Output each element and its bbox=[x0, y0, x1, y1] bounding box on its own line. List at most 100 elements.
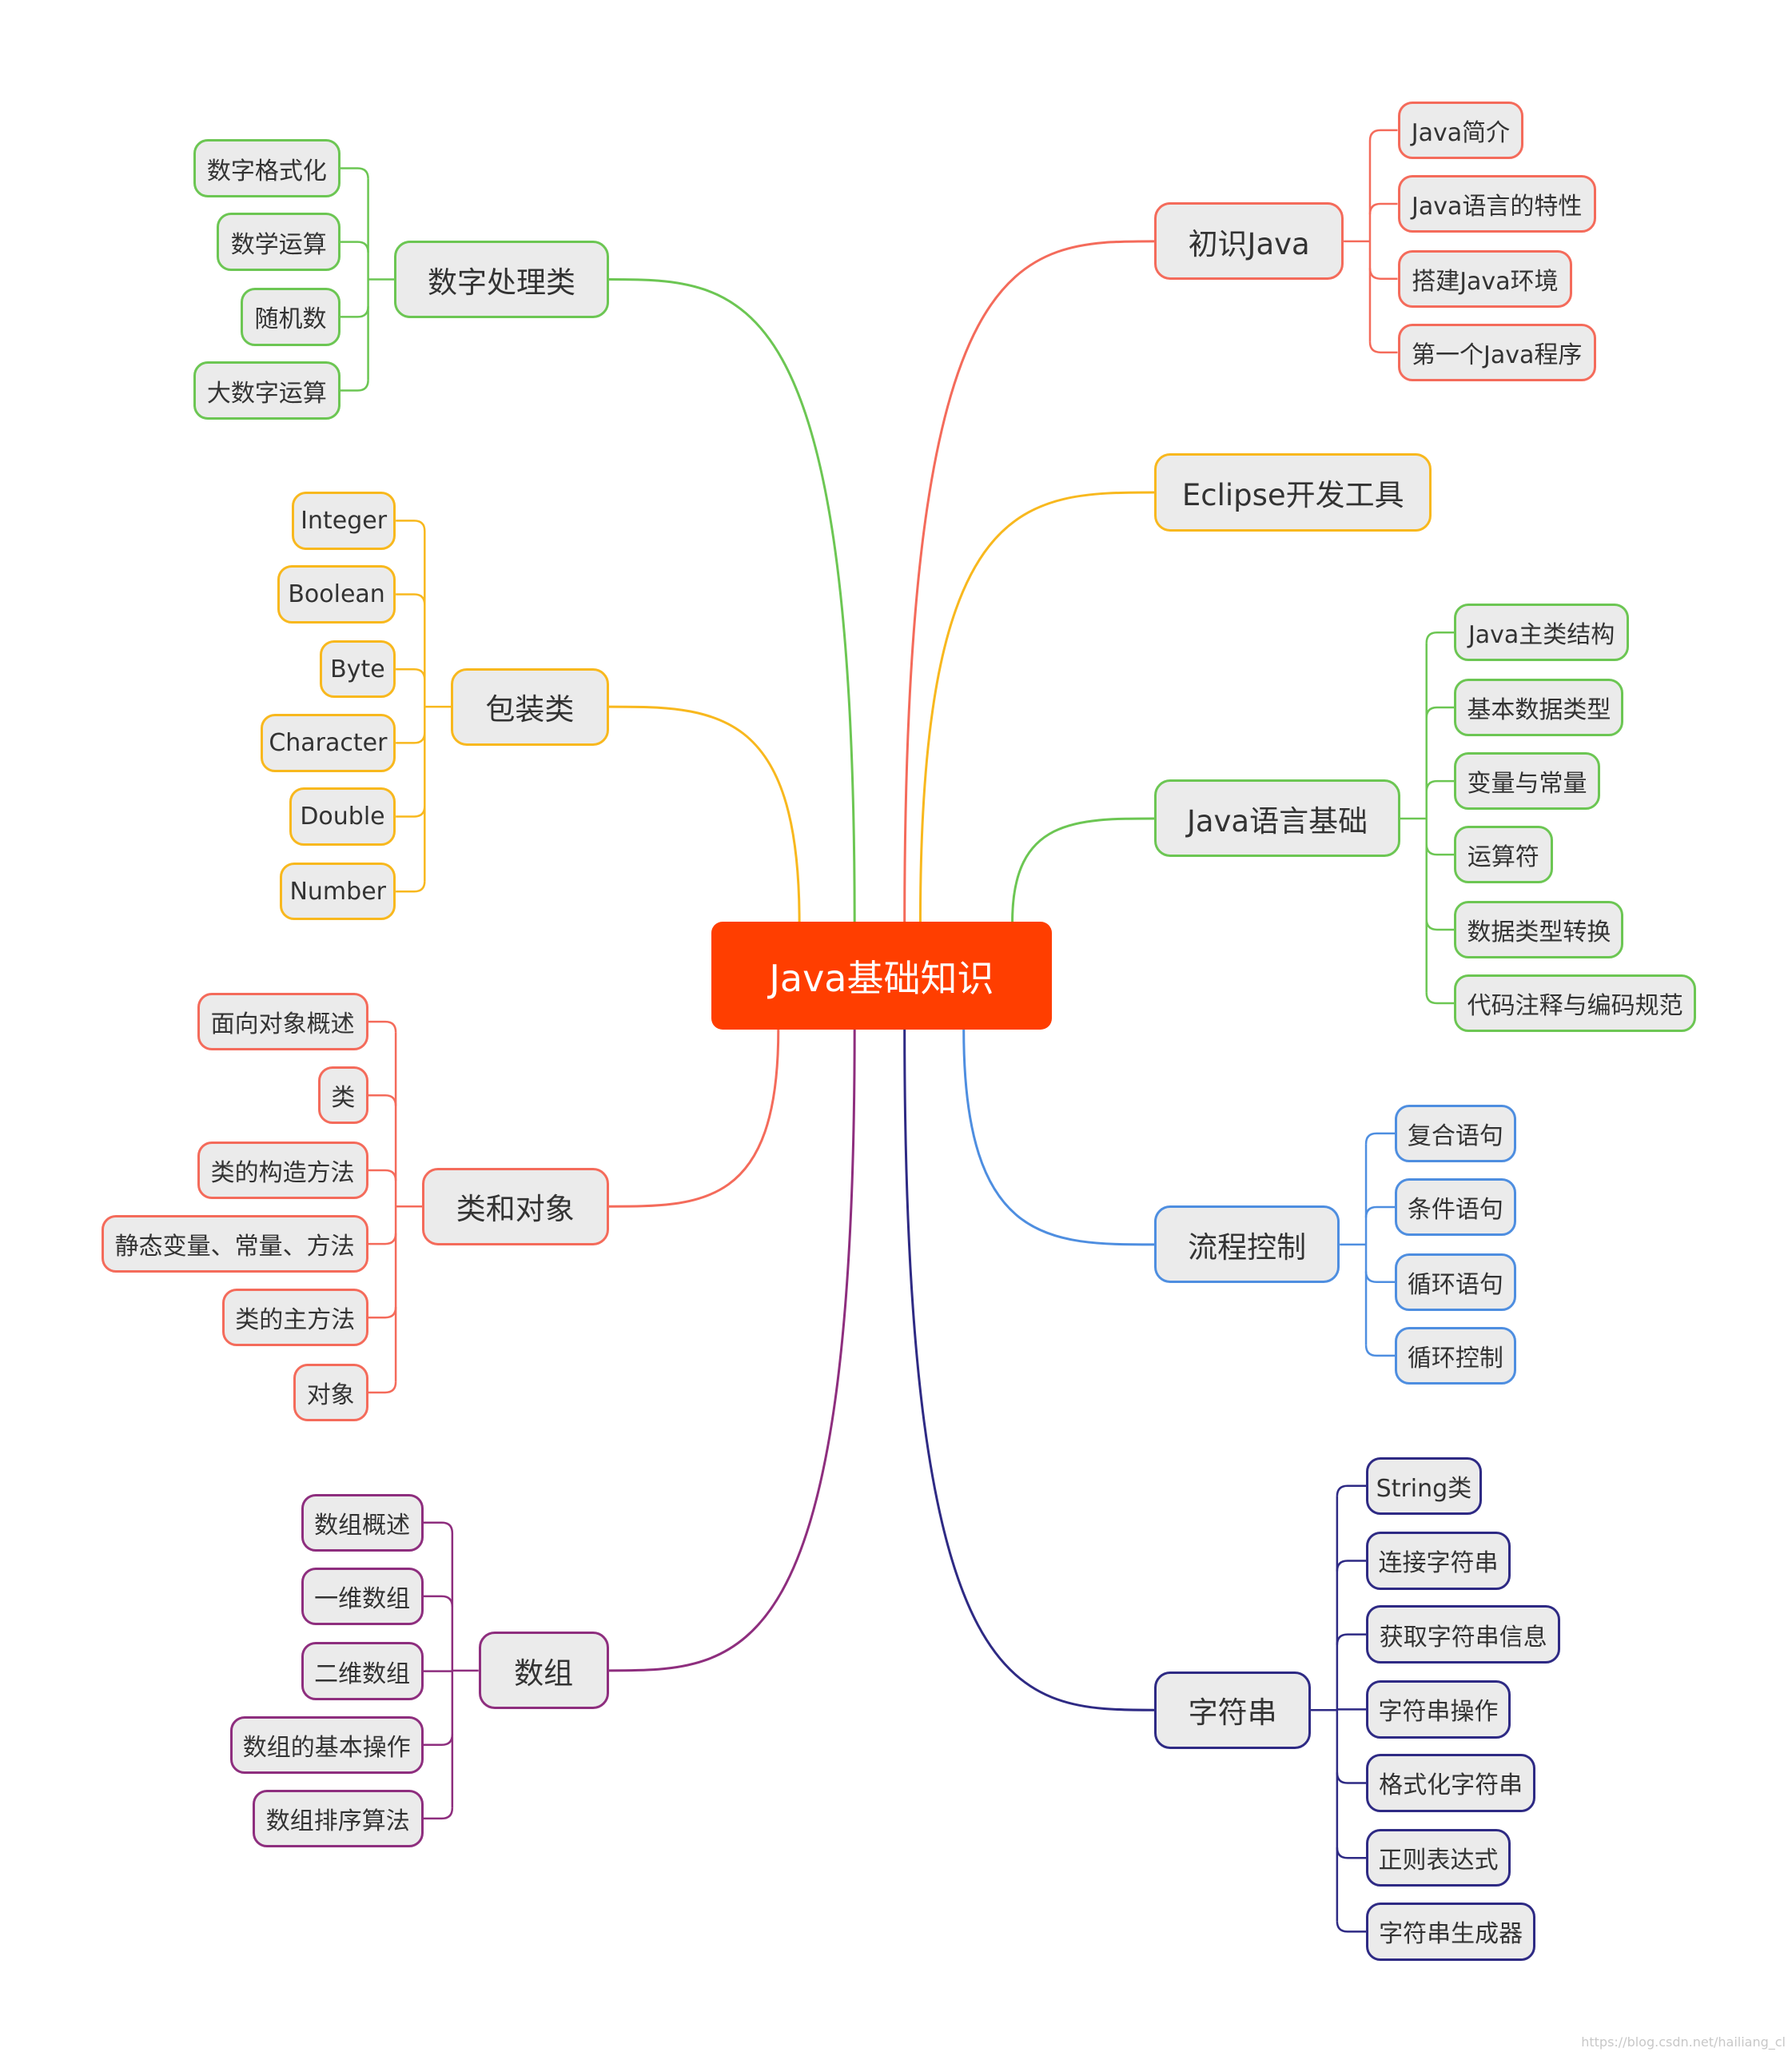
leaf-connector-leihe-5 bbox=[368, 1381, 397, 1394]
leaf-constructor[interactable]: 类的构造方法 bbox=[197, 1141, 368, 1200]
leaf-math-ops[interactable]: 数学运算 bbox=[217, 213, 341, 271]
leaf-data-types[interactable]: 基本数据类型 bbox=[1454, 678, 1624, 737]
leaf-connector-liucheng-3 bbox=[1364, 1345, 1396, 1357]
leaf-string-ops[interactable]: 字符串操作 bbox=[1366, 1680, 1511, 1739]
leaf-double[interactable]: Double bbox=[289, 787, 396, 846]
leaf-connector-baozhuang-4 bbox=[396, 806, 426, 818]
watermark-text: https://blog.csdn.net/hailiang_cl bbox=[1581, 2034, 1786, 2050]
leaf-loop-control[interactable]: 循环控制 bbox=[1395, 1326, 1516, 1385]
leaf-connector-liucheng-2 bbox=[1364, 1271, 1396, 1284]
connector-yuyan bbox=[1011, 817, 1155, 922]
branch-flow-control[interactable]: 流程控制 bbox=[1154, 1205, 1340, 1284]
leaf-connector-zifuchuan-6 bbox=[1336, 1921, 1367, 1933]
branch-number-processing[interactable]: 数字处理类 bbox=[394, 241, 609, 319]
connector-shuzi bbox=[608, 278, 856, 922]
leaf-string-class[interactable]: String类 bbox=[1366, 1456, 1482, 1515]
branch-language-basics[interactable]: Java语言基础 bbox=[1154, 779, 1400, 858]
central-topic[interactable]: Java基础知识 bbox=[711, 922, 1052, 1030]
leaf-number[interactable]: Number bbox=[280, 863, 396, 921]
leaf-connector-liucheng-1 bbox=[1364, 1205, 1396, 1218]
leaf-static-members[interactable]: 静态变量、常量、方法 bbox=[101, 1214, 368, 1273]
connector-leihe bbox=[608, 1029, 780, 1208]
connector-chushi bbox=[903, 240, 1155, 922]
leaf-first-program[interactable]: 第一个Java程序 bbox=[1397, 323, 1596, 382]
leaf-connector-shuzi-0 bbox=[340, 167, 369, 179]
connector-zifuchuan bbox=[903, 1029, 1155, 1711]
leaf-java-features[interactable]: Java语言的特性 bbox=[1397, 174, 1596, 233]
leaf-oop-overview[interactable]: 面向对象概述 bbox=[197, 992, 368, 1051]
leaf-number-format[interactable]: 数字格式化 bbox=[193, 139, 341, 197]
leaf-array-sort[interactable]: 数组排序算法 bbox=[252, 1789, 424, 1848]
connector-shuzu bbox=[608, 1029, 856, 1672]
leaf-regex[interactable]: 正则表达式 bbox=[1366, 1829, 1511, 1887]
leaf-connector-shuzu-3 bbox=[423, 1734, 454, 1747]
leaf-operators[interactable]: 运算符 bbox=[1454, 825, 1553, 884]
leaf-connector-leihe-0 bbox=[368, 1020, 397, 1033]
leaf-character[interactable]: Character bbox=[260, 714, 396, 772]
leaf-boolean[interactable]: Boolean bbox=[277, 565, 396, 624]
leaf-connector-liucheng-0 bbox=[1364, 1132, 1396, 1145]
leaf-class[interactable]: 类 bbox=[318, 1066, 368, 1125]
leaf-connector-shuzu-0 bbox=[423, 1521, 454, 1534]
leaf-array-overview[interactable]: 数组概述 bbox=[301, 1493, 424, 1552]
leaf-connector-zifuchuan-5 bbox=[1336, 1847, 1367, 1859]
leaf-byte[interactable]: Byte bbox=[319, 640, 396, 699]
leaf-connector-zifuchuan-0 bbox=[1336, 1484, 1367, 1496]
leaf-one-dim-array[interactable]: 一维数组 bbox=[301, 1567, 424, 1626]
leaf-connector-baozhuang-1 bbox=[396, 593, 426, 605]
leaf-connector-shuzi-2 bbox=[340, 306, 369, 318]
leaf-connector-baozhuang-5 bbox=[396, 881, 426, 893]
leaf-connector-baozhuang-0 bbox=[396, 520, 426, 532]
branch-wrapper-classes[interactable]: 包装类 bbox=[451, 667, 609, 746]
leaf-connector-baozhuang-3 bbox=[396, 732, 426, 744]
leaf-comments-style[interactable]: 代码注释与编码规范 bbox=[1454, 974, 1696, 1033]
branch-arrays[interactable]: 数组 bbox=[478, 1632, 609, 1710]
leaf-integer[interactable]: Integer bbox=[292, 492, 396, 550]
leaf-connector-shuzu-1 bbox=[423, 1595, 454, 1608]
connector-eclipse bbox=[918, 491, 1155, 922]
leaf-connector-leihe-2 bbox=[368, 1169, 397, 1181]
leaf-connector-leihe-3 bbox=[368, 1233, 397, 1245]
leaf-string-builder[interactable]: 字符串生成器 bbox=[1366, 1903, 1536, 1961]
leaf-object[interactable]: 对象 bbox=[293, 1363, 368, 1422]
connector-liucheng bbox=[962, 1029, 1155, 1246]
leaf-type-conversion[interactable]: 数据类型转换 bbox=[1454, 900, 1624, 959]
leaf-compound-statement[interactable]: 复合语句 bbox=[1395, 1104, 1516, 1163]
leaf-connector-yuyan-1 bbox=[1425, 706, 1455, 719]
branch-string[interactable]: 字符串 bbox=[1154, 1671, 1311, 1749]
leaf-string-info[interactable]: 获取字符串信息 bbox=[1366, 1605, 1561, 1664]
leaf-connector-leihe-4 bbox=[368, 1306, 397, 1319]
leaf-connector-chushi-3 bbox=[1368, 341, 1398, 354]
leaf-java-intro[interactable]: Java简介 bbox=[1397, 101, 1524, 160]
leaf-connector-yuyan-3 bbox=[1425, 843, 1455, 856]
leaf-connector-shuzi-1 bbox=[340, 241, 369, 253]
leaf-connector-chushi-2 bbox=[1368, 268, 1398, 280]
branch-chushi-java[interactable]: 初识Java bbox=[1154, 202, 1344, 281]
leaf-connector-yuyan-0 bbox=[1425, 631, 1455, 643]
leaf-connector-shuzu-4 bbox=[423, 1807, 454, 1820]
branch-classes-objects[interactable]: 类和对象 bbox=[422, 1167, 609, 1245]
leaf-random[interactable]: 随机数 bbox=[241, 288, 341, 346]
leaf-two-dim-array[interactable]: 二维数组 bbox=[301, 1642, 424, 1700]
leaf-connector-leihe-1 bbox=[368, 1094, 397, 1106]
leaf-loop-statement[interactable]: 循环语句 bbox=[1395, 1253, 1516, 1311]
branch-eclipse[interactable]: Eclipse开发工具 bbox=[1154, 453, 1432, 532]
leaf-connector-shuzi-3 bbox=[340, 380, 369, 392]
leaf-connector-yuyan-5 bbox=[1425, 992, 1455, 1005]
leaf-conditional-statement[interactable]: 条件语句 bbox=[1395, 1177, 1516, 1237]
leaf-connector-chushi-0 bbox=[1368, 129, 1398, 141]
leaf-big-number[interactable]: 大数字运算 bbox=[193, 361, 341, 420]
leaf-main-class[interactable]: Java主类结构 bbox=[1454, 604, 1630, 662]
leaf-concat-string[interactable]: 连接字符串 bbox=[1366, 1532, 1511, 1590]
leaf-connector-chushi-1 bbox=[1368, 202, 1398, 215]
leaf-format-string[interactable]: 格式化字符串 bbox=[1366, 1754, 1536, 1812]
leaf-main-method[interactable]: 类的主方法 bbox=[221, 1289, 368, 1347]
leaf-connector-zifuchuan-4 bbox=[1336, 1772, 1367, 1784]
leaf-connector-zifuchuan-1 bbox=[1336, 1560, 1367, 1572]
leaf-connector-yuyan-4 bbox=[1425, 918, 1455, 931]
leaf-java-setup[interactable]: 搭建Java环境 bbox=[1397, 249, 1573, 308]
leaf-connector-yuyan-2 bbox=[1425, 779, 1455, 792]
leaf-array-ops[interactable]: 数组的基本操作 bbox=[229, 1715, 424, 1774]
leaf-variables-constants[interactable]: 变量与常量 bbox=[1454, 751, 1600, 811]
